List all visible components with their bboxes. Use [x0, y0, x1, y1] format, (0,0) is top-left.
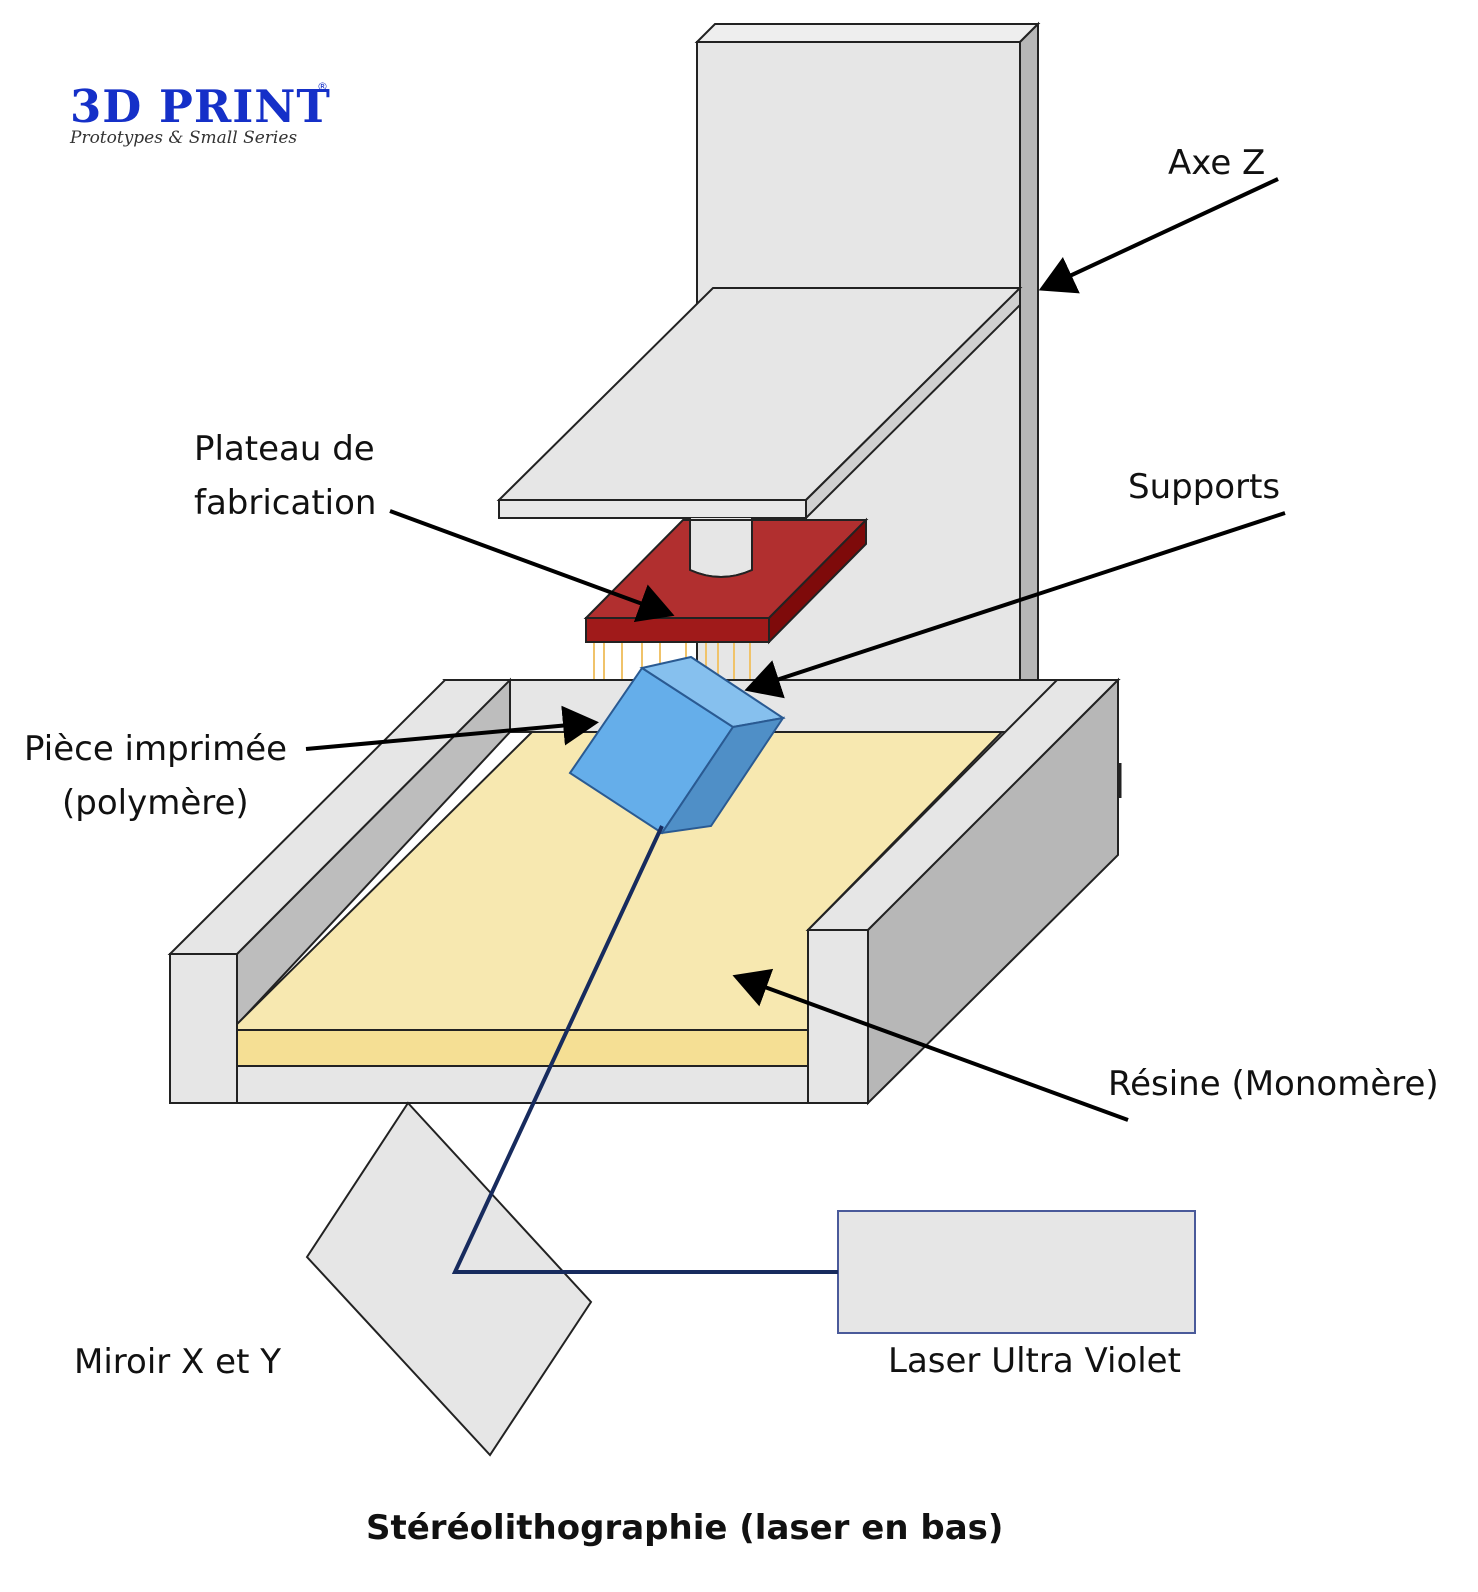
annotation-arrows [305, 177, 1286, 1122]
label-plateau-line1: Plateau de [194, 429, 375, 469]
label-axe-z: Axe Z [1168, 143, 1266, 183]
logo-tagline: Prototypes & Small Series [70, 128, 298, 148]
logo-registered-mark: ® [317, 80, 328, 93]
build-shaft [689, 518, 753, 578]
logo-wordmark: 3D PRINT [70, 80, 331, 133]
printed-part [568, 655, 786, 835]
label-miroir: Miroir X et Y [74, 1342, 281, 1382]
label-piece-line1: Pièce imprimée [24, 729, 288, 769]
label-laser: Laser Ultra Violet [888, 1341, 1181, 1381]
label-piece-line2: (polymère) [62, 783, 249, 823]
label-resine: Résine (Monomère) [1108, 1064, 1439, 1104]
xy-mirror [305, 1101, 593, 1457]
uv-laser-source [837, 1210, 1196, 1334]
label-plateau: Plateau de fabrication [194, 422, 376, 530]
laser-beam [451, 825, 838, 1274]
caption: Stéréolithographie (laser en bas) [366, 1508, 1004, 1548]
arrow-plateau [389, 509, 675, 623]
arrow-piece [305, 705, 599, 751]
label-supports: Supports [1128, 467, 1281, 507]
label-piece: Pièce imprimée (polymère) [24, 722, 287, 830]
build-arm [496, 285, 1023, 521]
arrow-resine [732, 968, 1129, 1122]
arrow-axe-z [1038, 177, 1279, 294]
arrow-supports [744, 511, 1286, 699]
label-plateau-line2: fabrication [194, 483, 377, 523]
